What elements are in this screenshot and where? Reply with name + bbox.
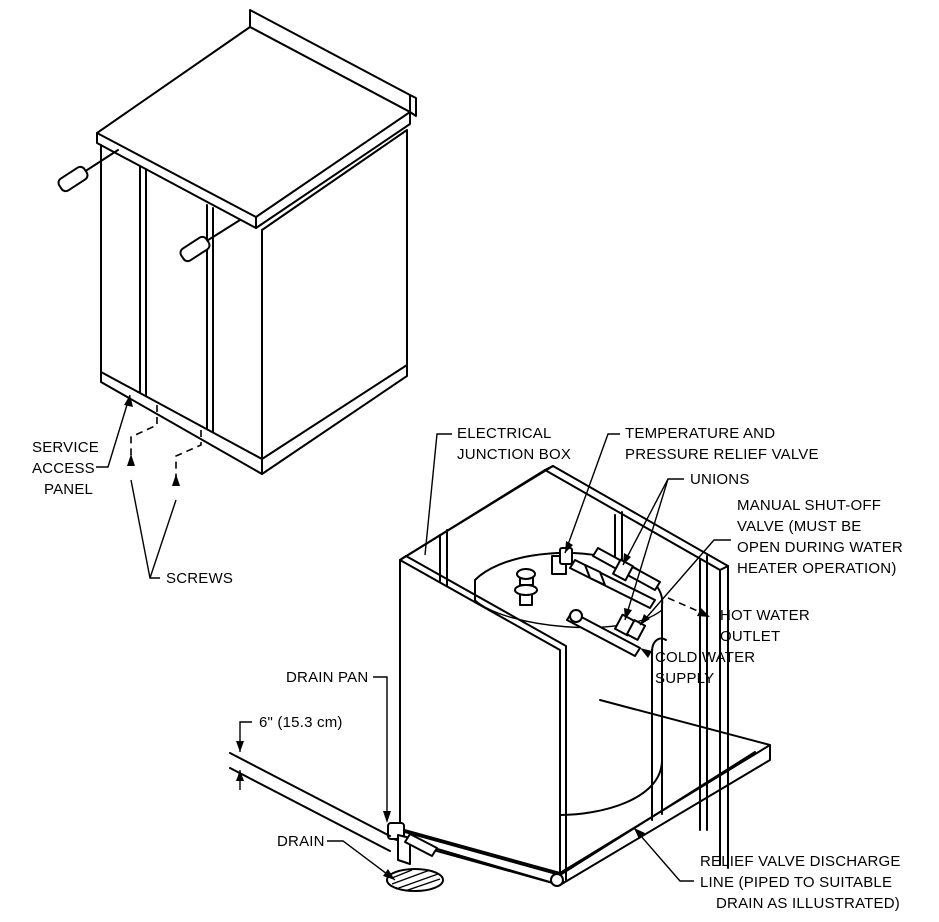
label-manual-shutoff-valve: MANUAL SHUT-OFF VALVE (MUST BE OPEN DURI… xyxy=(639,497,903,626)
label-electrical-junction-box: ELECTRICAL JUNCTION BOX xyxy=(424,425,571,556)
electrical-junction-box-line-1: ELECTRICAL xyxy=(457,425,552,442)
relief-valve-line-1: RELIEF VALVE DISCHARGE xyxy=(700,853,901,870)
temperature-pressure-relief-line-1: TEMPERATURE AND xyxy=(625,425,775,442)
cabinet xyxy=(57,9,417,486)
unions-label: UNIONS xyxy=(690,471,750,488)
label-unions: UNIONS xyxy=(622,471,750,621)
temperature-pressure-relief-line-2: PRESSURE RELIEF VALVE xyxy=(625,446,819,463)
relief-valve-line-3: DRAIN AS ILLUSTRATED) xyxy=(716,895,900,912)
drain-pan-label: DRAIN PAN xyxy=(286,669,368,686)
dimension-label: 6" (15.3 cm) xyxy=(259,714,343,731)
label-hot-water-outlet: HOT WATER OUTLET xyxy=(667,597,810,645)
cold-water-supply-line-2: SUPPLY xyxy=(655,670,714,687)
cabinet-front xyxy=(100,144,263,460)
water-heater-enclosure xyxy=(386,465,771,892)
label-drain: DRAIN xyxy=(277,833,396,881)
hot-water-outlet-line-1: HOT WATER xyxy=(720,607,810,624)
service-access-panel-line-1: SERVICE xyxy=(32,439,99,456)
drain-pipe xyxy=(386,833,444,892)
manual-shutoff-line-4: HEATER OPERATION) xyxy=(737,560,897,577)
hot-water-outlet-line-2: OUTLET xyxy=(720,628,780,645)
manual-shutoff-line-3: OPEN DURING WATER xyxy=(737,539,903,556)
manual-shutoff-line-2: VALVE (MUST BE xyxy=(737,518,862,535)
service-access-panel-line-2: ACCESS xyxy=(32,460,95,477)
drain-pan xyxy=(387,699,771,887)
relief-valve-line-2: LINE (PIPED TO SUITABLE xyxy=(700,874,892,891)
label-screws: SCREWS xyxy=(130,479,233,587)
label-service-access-panel: SERVICE ACCESS PANEL xyxy=(32,394,133,498)
union-hot-icon xyxy=(612,558,634,582)
relief-valve-discharge-line xyxy=(651,637,667,821)
countertop xyxy=(96,26,411,218)
drain-label: DRAIN xyxy=(277,833,325,850)
label-cold-water-supply: COLD WATER SUPPLY xyxy=(640,648,755,687)
screws-label: SCREWS xyxy=(166,570,233,587)
label-drain-pan: DRAIN PAN xyxy=(286,669,391,823)
screwdriver-right-icon xyxy=(179,219,241,263)
dimension-6-inch: 6" (15.3 cm) xyxy=(229,714,391,852)
screwdriver-left-icon xyxy=(57,149,119,193)
service-access-panel-line-3: PANEL xyxy=(44,481,93,498)
cold-water-supply-line-1: COLD WATER xyxy=(655,649,755,666)
label-temperature-pressure-relief-valve: TEMPERATURE AND PRESSURE RELIEF VALVE xyxy=(564,425,819,554)
label-relief-valve-discharge-line: RELIEF VALVE DISCHARGE LINE (PIPED TO SU… xyxy=(633,827,901,912)
manual-shutoff-line-1: MANUAL SHUT-OFF xyxy=(737,497,881,514)
electrical-junction-box-line-2: JUNCTION BOX xyxy=(457,446,571,463)
